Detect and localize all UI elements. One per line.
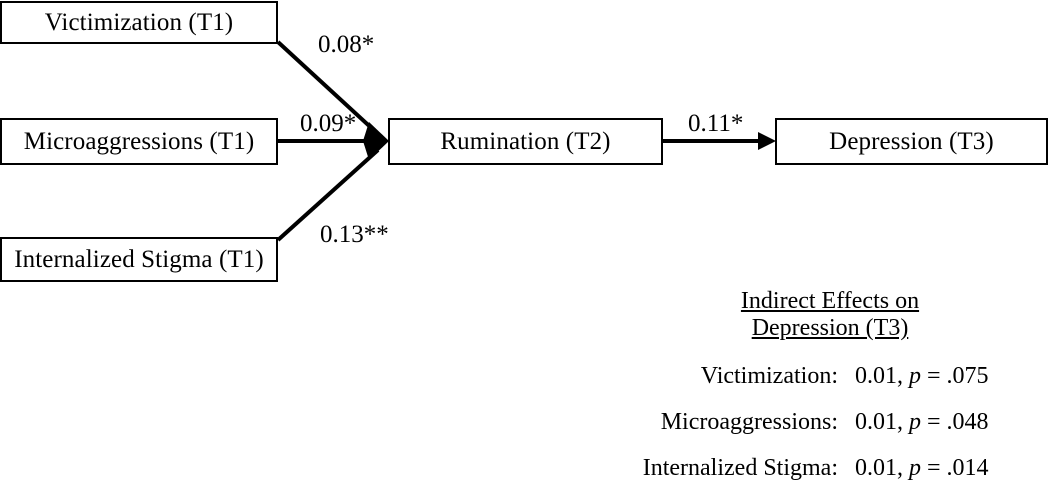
indirect-effect-estimate: 0.01, (855, 409, 909, 435)
indirect-effect-value: 0.01, p = .014 (855, 456, 989, 480)
path-coefficient-microaggressions-rumination: 0.09* (300, 110, 357, 137)
indirect-effects-header-line1: Indirect Effects on (740, 288, 920, 314)
arrowhead-into-depression (758, 132, 776, 150)
node-internalized-stigma: Internalized Stigma (T1) (0, 237, 278, 282)
node-internalized-stigma-label: Internalized Stigma (T1) (14, 246, 264, 273)
indirect-effect-pvalue: = .014 (921, 455, 989, 481)
indirect-effect-label: Victimization: (700, 363, 838, 389)
arrowhead-into-rumination (363, 122, 389, 160)
node-depression: Depression (T3) (775, 118, 1048, 165)
indirect-effects-block: Indirect Effects on Depression (T3) Vict… (600, 288, 1050, 480)
node-victimization: Victimization (T1) (0, 1, 278, 44)
p-symbol: p (909, 409, 921, 435)
indirect-effect-value: 0.01, p = .048 (855, 410, 989, 434)
indirect-effects-header-line2: Depression (T3) (751, 315, 909, 341)
indirect-effect-value: 0.01, p = .075 (855, 364, 989, 388)
path-coefficient-stigma-rumination: 0.13** (320, 221, 389, 248)
node-depression-label: Depression (T3) (829, 128, 994, 155)
indirect-effect-pvalue: = .048 (921, 409, 989, 435)
indirect-effect-row: Microaggressions: 0.01, p = .048 (600, 410, 1050, 434)
node-microaggressions-label: Microaggressions (T1) (23, 128, 255, 155)
indirect-effect-row: Victimization: 0.01, p = .075 (600, 364, 1050, 388)
p-symbol: p (909, 455, 921, 481)
node-microaggressions: Microaggressions (T1) (0, 118, 278, 165)
path-coefficient-rumination-depression: 0.11* (688, 110, 744, 137)
indirect-effect-estimate: 0.01, (855, 363, 909, 389)
indirect-effect-estimate: 0.01, (855, 455, 909, 481)
path-coefficient-victimization-rumination: 0.08* (318, 31, 375, 58)
node-rumination: Rumination (T2) (388, 118, 663, 165)
node-victimization-label: Victimization (T1) (44, 9, 234, 36)
node-rumination-label: Rumination (T2) (440, 128, 611, 155)
indirect-effects-header: Indirect Effects on Depression (T3) (615, 288, 1045, 342)
indirect-effect-row: Internalized Stigma: 0.01, p = .014 (600, 456, 1050, 480)
p-symbol: p (909, 363, 921, 389)
indirect-effect-label: Microaggressions: (660, 409, 838, 435)
indirect-effect-pvalue: = .075 (921, 363, 989, 389)
indirect-effect-label: Internalized Stigma: (642, 455, 838, 481)
